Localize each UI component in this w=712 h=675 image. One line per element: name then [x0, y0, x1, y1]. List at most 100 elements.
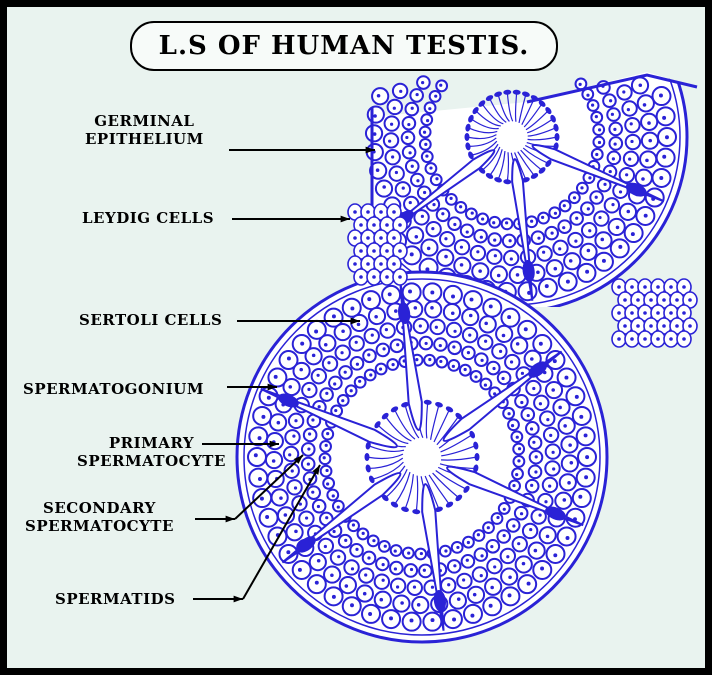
cell-nucleus: [551, 388, 555, 392]
cell-nucleus: [294, 419, 298, 423]
cell-nucleus: [316, 504, 321, 509]
arrow-head: [267, 383, 277, 391]
cell-nucleus: [567, 481, 571, 485]
cell-nucleus: [615, 225, 620, 230]
leydig-nucleus: [649, 298, 653, 302]
cell-nucleus: [350, 603, 354, 608]
arrow-head: [233, 595, 243, 603]
cell-nucleus: [538, 402, 543, 406]
sperm-tail: [367, 445, 405, 453]
sperm-tail: [470, 140, 498, 156]
label-line: EPITHELIUM: [85, 130, 204, 148]
germ-cell: [343, 559, 360, 576]
leydig-nucleus: [649, 324, 653, 328]
cell-nucleus: [530, 483, 534, 487]
germ-cell: [478, 315, 497, 334]
leydig-nucleus: [688, 298, 692, 302]
sperm-head: [455, 412, 463, 420]
cell-nucleus: [578, 494, 583, 499]
cell-nucleus: [476, 533, 480, 537]
cell-nucleus: [367, 353, 371, 357]
germ-cell: [593, 210, 610, 227]
label-arrows: [193, 146, 375, 603]
cell-nucleus: [257, 477, 262, 482]
cell-nucleus: [331, 314, 336, 319]
sperm-tail: [481, 103, 504, 125]
cell-nucleus: [413, 306, 418, 310]
cell-nucleus: [515, 473, 519, 477]
cell-nucleus: [453, 329, 457, 333]
cell-nucleus: [368, 612, 373, 616]
cell-nucleus: [594, 114, 598, 119]
cell-nucleus: [512, 483, 516, 488]
cell-nucleus: [658, 93, 663, 98]
sperm-tail: [440, 434, 473, 453]
testis-drawing: [193, 72, 698, 644]
cell-nucleus: [515, 273, 520, 277]
cell-nucleus: [463, 367, 467, 372]
cell-nucleus: [333, 382, 337, 386]
cell-nucleus: [469, 297, 474, 302]
cell-nucleus: [586, 207, 590, 211]
cell-nucleus: [424, 142, 428, 146]
cell-nucleus: [630, 232, 635, 237]
leydig-nucleus: [656, 311, 660, 315]
leydig-nucleus: [353, 236, 357, 240]
cell-nucleus: [519, 512, 524, 516]
cell-nucleus: [459, 245, 464, 249]
leydig-nucleus: [398, 249, 402, 253]
sperm-tail: [522, 147, 549, 164]
sperm-tail: [432, 472, 460, 499]
cell-nucleus: [409, 618, 414, 623]
arrow-head: [365, 146, 375, 154]
arrow-head: [293, 455, 303, 464]
cell-nucleus: [450, 311, 455, 316]
germ-cell: [510, 336, 529, 355]
sperm-tail: [467, 127, 498, 134]
sperm-tail: [518, 94, 527, 124]
sperm-tail: [368, 457, 404, 470]
cell-nucleus: [393, 549, 397, 553]
arrow-head: [225, 515, 235, 523]
sperm-tail: [415, 475, 419, 512]
sertoli-nucleus: [625, 182, 647, 197]
cell-nucleus: [641, 177, 645, 181]
cell-nucleus: [428, 107, 432, 111]
sperm-head: [435, 506, 443, 512]
cell-nucleus: [618, 190, 623, 194]
cell-nucleus: [553, 266, 558, 271]
cell-nucleus: [645, 158, 649, 163]
leydig-nucleus: [656, 337, 660, 341]
cell-nucleus: [462, 578, 466, 582]
cell-nucleus: [358, 379, 362, 383]
cell-nucleus: [662, 154, 667, 159]
leydig-nucleus: [636, 298, 640, 302]
cell-nucleus: [418, 324, 422, 328]
cell-nucleus: [493, 565, 497, 569]
cell-nucleus: [470, 211, 474, 215]
germ-cell: [318, 334, 337, 353]
sperm-head: [365, 464, 371, 473]
sperm-tail: [366, 453, 404, 460]
cell-nucleus: [330, 573, 334, 578]
cell-nucleus: [480, 358, 484, 362]
sperm-tail: [527, 118, 554, 134]
sperm-head: [530, 173, 539, 179]
cell-nucleus: [453, 222, 457, 227]
sperm-tail: [466, 134, 497, 140]
leydig-nucleus: [669, 337, 673, 341]
cell-nucleus: [490, 585, 494, 590]
cell-nucleus: [306, 462, 310, 466]
cell-nucleus: [441, 212, 445, 216]
sperm-head: [381, 494, 389, 502]
cell-nucleus: [383, 544, 387, 548]
cell-nucleus: [322, 456, 326, 460]
cell-nucleus: [492, 221, 496, 225]
cell-nucleus: [387, 292, 392, 297]
cell-nucleus: [483, 383, 488, 387]
germ-cell: [636, 94, 655, 113]
sperm-head: [468, 114, 474, 123]
cell-nucleus: [517, 542, 521, 546]
cell-nucleus: [279, 496, 283, 500]
sperm-head: [538, 100, 546, 107]
